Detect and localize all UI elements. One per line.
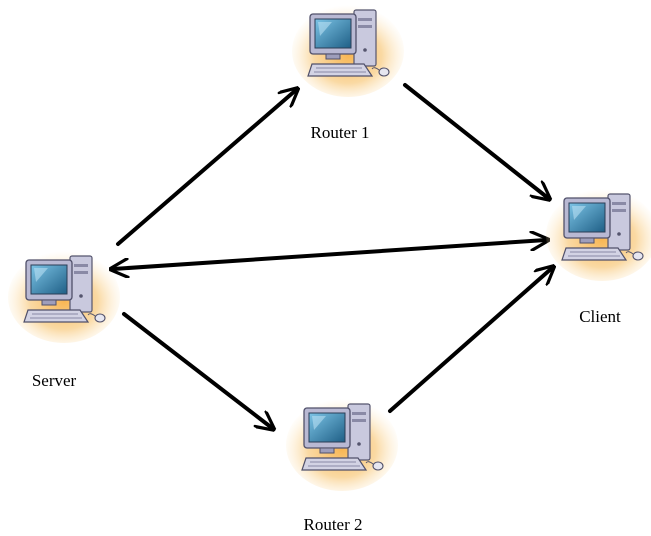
edge-server-router2 <box>122 312 272 428</box>
node-router1: Router 1 <box>291 4 405 142</box>
computer-icon <box>291 4 405 98</box>
computer-icon <box>545 188 651 282</box>
node-label-router2: Router 2 <box>303 515 362 534</box>
node-label-server: Server <box>32 371 77 390</box>
edge-router1-client <box>403 83 548 198</box>
edges <box>113 83 552 428</box>
edge-server-client <box>113 240 546 269</box>
edge-router2-client <box>388 268 552 413</box>
node-client: Client <box>545 188 651 326</box>
node-label-client: Client <box>579 307 621 326</box>
node-router2: Router 2 <box>285 398 399 534</box>
edge-server-router1 <box>116 90 296 246</box>
computer-icon <box>285 398 399 492</box>
node-label-router1: Router 1 <box>310 123 369 142</box>
computer-icon <box>7 250 121 344</box>
node-server: Server <box>7 250 121 390</box>
